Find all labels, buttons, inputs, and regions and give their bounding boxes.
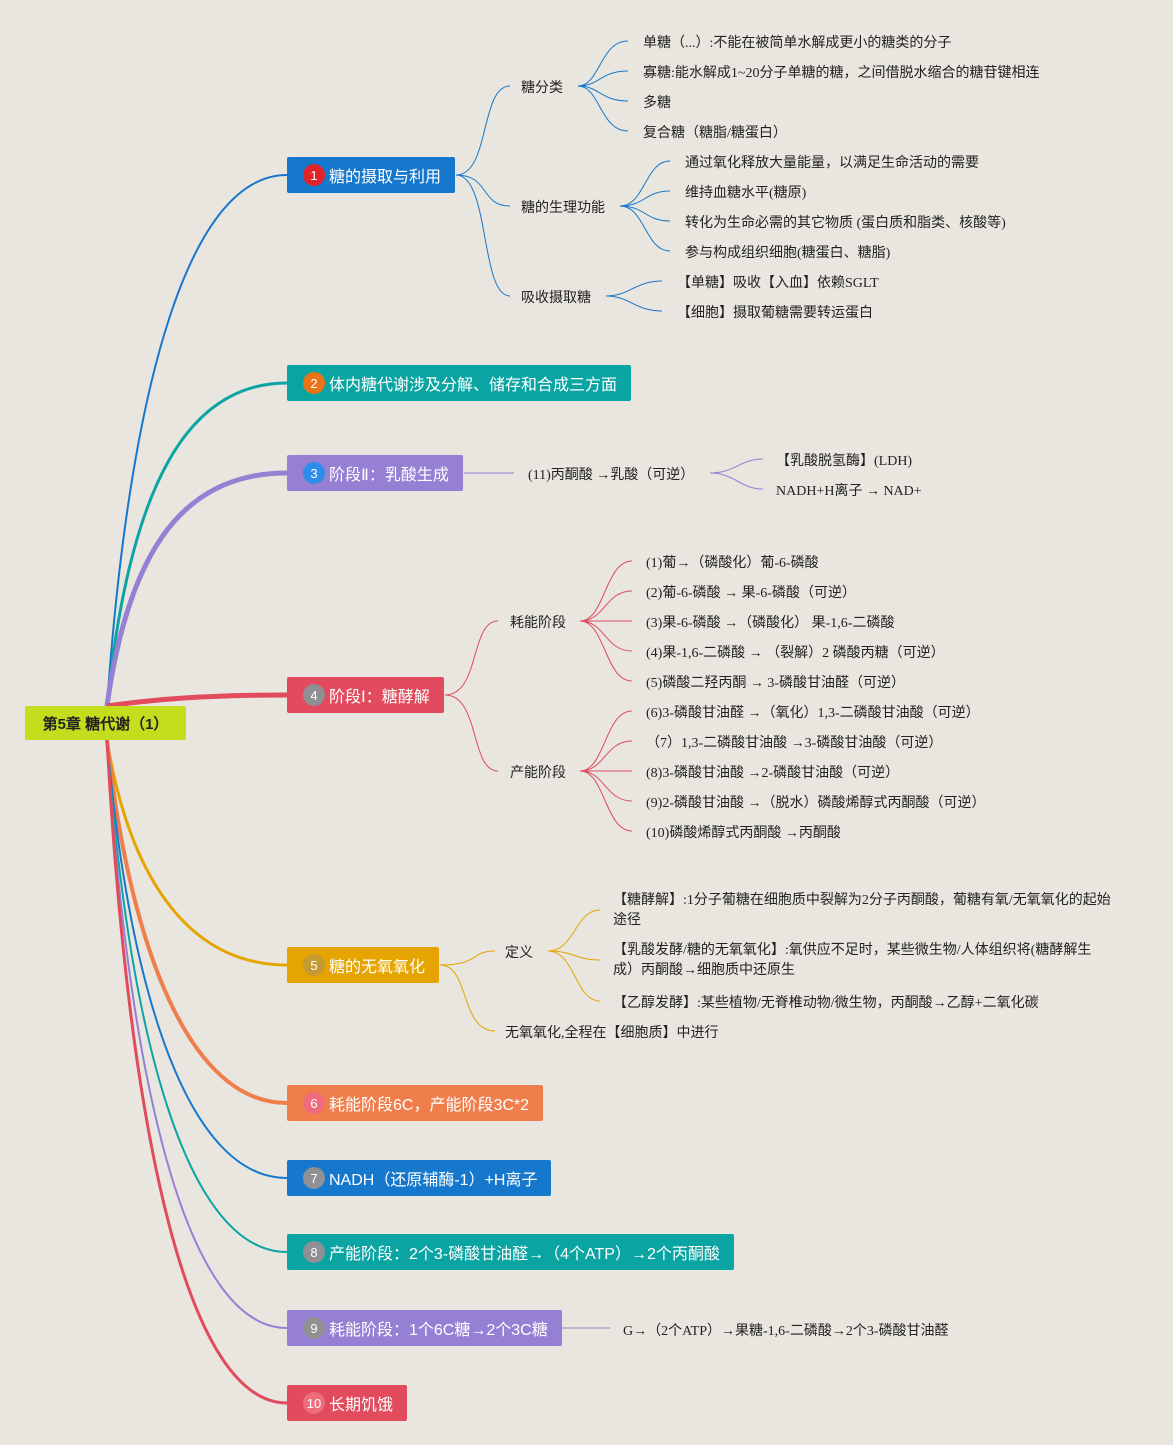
branch-7 (106, 739, 288, 1179)
leaf-ldh[interactable]: 【乳酸脱氢酶】(LDH) (776, 454, 913, 469)
leaf-step-6[interactable]: (6)3-磷酸甘油醛 →（氧化）1,3-二磷酸甘油酸（可逆） (646, 706, 980, 721)
leaf-glycolysis-def[interactable]: 【糖酵解】:1分子葡糖在细胞质中裂解为2分子丙酮酸，葡糖有氧/无氧氧化的起始途径 (613, 893, 1111, 928)
leaf-transporter[interactable]: 【细胞】摄取葡糖需要转运蛋白 (677, 306, 873, 321)
branch-8 (106, 739, 288, 1253)
topic-4-label: 阶段Ⅰ：糖酵解 (329, 689, 430, 706)
leaf-ethanol-fermentation[interactable]: 【乙醇发酵】:某些植物/无脊椎动物/微生物，丙酮酸→乙醇+二氧化碳 (613, 996, 1039, 1011)
leaf-step-8[interactable]: (8)3-磷酸甘油酸 →2-磷酸甘油酸（可逆） (646, 766, 900, 781)
badge-6: 6 (303, 1092, 325, 1114)
leaf-monosaccharide[interactable]: 单糖（...）:不能在被简单水解成更小的糖类的分子 (643, 36, 952, 51)
leaf-conversion[interactable]: 转化为生命必需的其它物质 (蛋白质和脂类、核酸等) (685, 216, 1006, 231)
leaf-step-1[interactable]: (1)葡→（磷酸化）葡-6-磷酸 (646, 556, 819, 571)
leaf-nadh[interactable]: NADH+H离子 → NAD+ (776, 484, 922, 499)
topic-5[interactable]: 5 糖的无氧氧化 (287, 947, 440, 983)
branch-9 (106, 739, 288, 1329)
topic-7-label: NADH（还原辅酶-1）+H离子 (329, 1172, 538, 1189)
subtopic-cytoplasm[interactable]: 无氧氧化,全程在【细胞质】中进行 (505, 1026, 719, 1041)
leaf-complex-sugar[interactable]: 复合糖（糖脂/糖蛋白） (643, 126, 787, 141)
leaf-step-5[interactable]: (5)磷酸二羟丙酮 → 3-磷酸甘油醛（可逆） (646, 676, 905, 691)
leaf-g-to-g3p[interactable]: G→（2个ATP）→果糖-1,6-二磷酸→2个3-磷酸甘油醛 (623, 1324, 949, 1339)
badge-7: 7 (303, 1167, 325, 1189)
topic-8-label: 产能阶段：2个3-磷酸甘油醛→（4个ATP）→2个丙酮酸 (329, 1246, 720, 1263)
subtopic-definition[interactable]: 定义 (505, 946, 533, 961)
topic-1-label: 糖的摄取与利用 (329, 169, 442, 186)
topic-4[interactable]: 4 阶段Ⅰ：糖酵解 (287, 677, 444, 713)
branch-3 (104, 470, 288, 707)
subtopic-absorption[interactable]: 吸收摄取糖 (521, 291, 591, 306)
leaf-step-3[interactable]: (3)果-6-磷酸 →（磷酸化） 果-1,6-二磷酸 (646, 616, 895, 631)
topic-6-label: 耗能阶段6C，产能阶段3C*2 (329, 1097, 530, 1114)
leaf-blood-sugar[interactable]: 维持血糖水平(糖原) (685, 186, 807, 201)
topic-6[interactable]: 6 耗能阶段6C，产能阶段3C*2 (287, 1085, 544, 1121)
topic-2-label: 体内糖代谢涉及分解、储存和合成三方面 (329, 377, 618, 394)
badge-1: 1 (303, 164, 325, 186)
leaf-step-4[interactable]: (4)果-1,6-二磷酸 → （裂解）2 磷酸丙糖（可逆） (646, 646, 945, 661)
badge-3: 3 (303, 462, 325, 484)
topic-10[interactable]: 10 长期饥饿 (287, 1385, 408, 1421)
branch-4 (106, 692, 288, 709)
branch-2 (105, 381, 288, 707)
badge-8: 8 (303, 1241, 325, 1263)
branch-10 (105, 739, 288, 1405)
topic-3[interactable]: 3 阶段Ⅱ：乳酸生成 (287, 455, 463, 491)
branch-6 (105, 739, 288, 1105)
leaf-lactic-fermentation[interactable]: 【乳酸发酵/糖的无氧氧化】:氧供应不足时，某些微生物/人体组织将(糖酵解生成）丙… (613, 943, 1092, 978)
topic-7[interactable]: 7 NADH（还原辅酶-1）+H离子 (287, 1160, 552, 1196)
subtopic-sugar-classification[interactable]: 糖分类 (521, 81, 563, 96)
topic-8[interactable]: 8 产能阶段：2个3-磷酸甘油醛→（4个ATP）→2个丙酮酸 (287, 1234, 734, 1270)
leaf-step-7[interactable]: （7）1,3-二磷酸甘油酸 →3-磷酸甘油酸（可逆） (646, 736, 943, 751)
topic-2[interactable]: 2 体内糖代谢涉及分解、储存和合成三方面 (287, 365, 632, 401)
connectors-topic-4 (444, 560, 633, 832)
badge-10: 10 (303, 1392, 325, 1414)
badge-9: 9 (303, 1317, 325, 1339)
topic-1[interactable]: 1 糖的摄取与利用 (287, 157, 456, 193)
leaf-polysaccharide[interactable]: 多糖 (643, 96, 671, 111)
subtopic-pyruvate-lactate[interactable]: (11)丙酮酸 →乳酸（可逆） (528, 468, 695, 483)
leaf-oligosaccharide[interactable]: 寡糖:能水解成1~20分子单糖的糖，之间借脱水缩合的糖苷键相连 (643, 66, 1040, 81)
leaf-step-10[interactable]: (10)磷酸烯醇式丙酮酸 →丙酮酸 (646, 826, 841, 841)
subtopic-physiological-function[interactable]: 糖的生理功能 (521, 201, 605, 216)
topic-10-label: 长期饥饿 (329, 1397, 394, 1414)
badge-2: 2 (303, 372, 325, 394)
subtopic-energy-producing[interactable]: 产能阶段 (510, 766, 566, 781)
topic-5-label: 糖的无氧氧化 (329, 959, 426, 976)
leaf-tissue[interactable]: 参与构成组织细胞(糖蛋白、糖脂) (685, 246, 891, 261)
leaf-sglt[interactable]: 【单糖】吸收【入血】依赖SGLT (677, 276, 879, 291)
subtopic-energy-consuming[interactable]: 耗能阶段 (510, 616, 566, 631)
badge-5: 5 (303, 954, 325, 976)
root-node[interactable]: 第5章 糖代谢（1） (25, 706, 186, 740)
topic-3-label: 阶段Ⅱ：乳酸生成 (329, 467, 449, 484)
connectors-topic-1 (455, 40, 671, 312)
connectors-topic-3 (464, 458, 764, 490)
branch-1 (106, 174, 288, 707)
branch-5 (105, 739, 288, 967)
leaf-step-9[interactable]: (9)2-磷酸甘油酸 →（脱水）磷酸烯醇式丙酮酸（可逆） (646, 796, 986, 811)
leaf-energy[interactable]: 通过氧化释放大量能量，以满足生命活动的需要 (685, 156, 979, 171)
topic-9-label: 耗能阶段：1个6C糖→2个3C糖 (329, 1322, 548, 1339)
badge-4: 4 (303, 684, 325, 706)
leaf-step-2[interactable]: (2)葡-6-磷酸 → 果-6-磷酸（可逆） (646, 586, 856, 601)
connectors-topic-5 (439, 909, 601, 1032)
topic-9[interactable]: 9 耗能阶段：1个6C糖→2个3C糖 (287, 1310, 562, 1346)
